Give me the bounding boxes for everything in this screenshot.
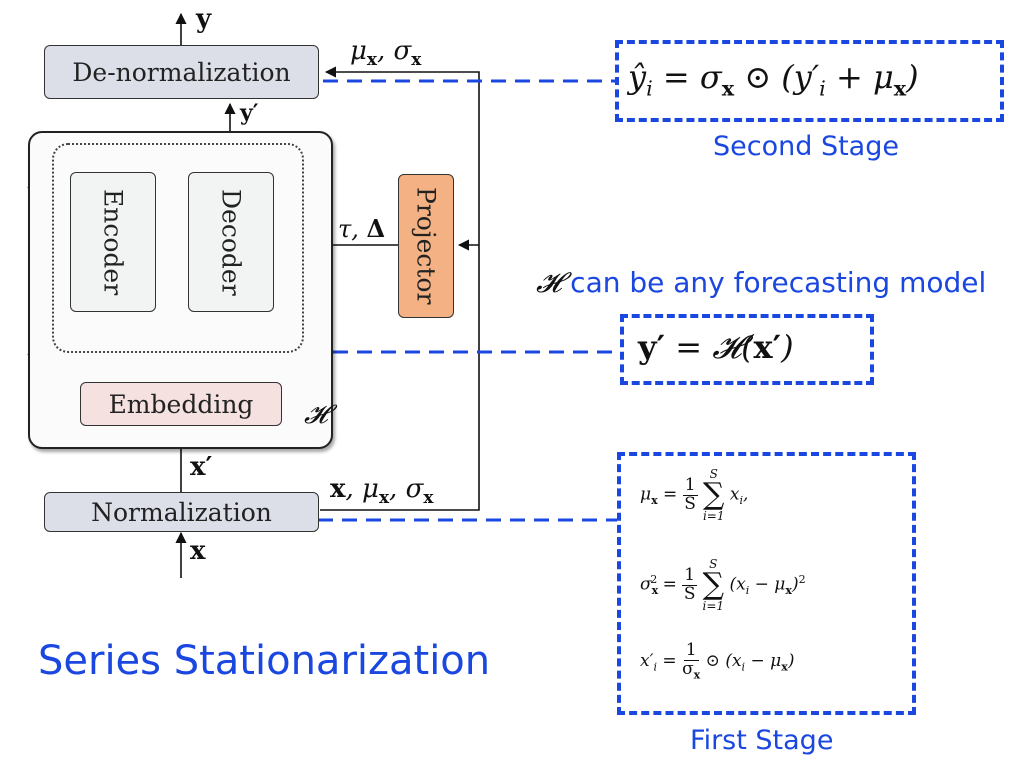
second-stage-label: Second Stage [713, 131, 899, 162]
decoder-block: Decoder [188, 172, 274, 312]
mu-sigma-top-label: μx, σx [350, 36, 422, 70]
denorm-formula: ŷi = σx ⊙ (y′i + μx) [628, 58, 919, 101]
embedding-block: Embedding [80, 382, 282, 426]
x-prime-label: x′ [190, 452, 213, 482]
input-x-label: x [190, 536, 206, 566]
second-stage-formula-box [615, 40, 1004, 122]
model-formula: y′ = 𝓗(x′) [638, 328, 794, 366]
projector-label: Projector [411, 187, 441, 305]
model-formula-box [620, 314, 874, 385]
encoder-label: Encoder [98, 188, 128, 296]
normalization-block: Normalization [44, 492, 319, 532]
projector-block: Projector [398, 174, 454, 318]
first-stage-label: First Stage [690, 725, 834, 756]
y-prime-label: y′ [240, 100, 259, 126]
decoder-label: Decoder [216, 188, 246, 296]
x-mu-sigma-label: x, μx, σx [330, 474, 434, 508]
encoder-block: Encoder [70, 172, 156, 312]
tau-delta-label: τ, Δ [338, 214, 386, 243]
h-note-text: can be any forecasting model [570, 266, 987, 299]
output-y-label: y [196, 4, 212, 34]
h-note: 𝓗 can be any forecasting model [536, 266, 986, 300]
denormalization-block: De-normalization [44, 45, 319, 99]
h-symbol: 𝓗 [536, 266, 562, 299]
h-corner-label: 𝓗 [304, 400, 328, 430]
first-stage-formula-box [617, 452, 916, 715]
backbone-dotted-box [52, 143, 304, 353]
diagram-title: Series Stationarization [38, 638, 491, 684]
